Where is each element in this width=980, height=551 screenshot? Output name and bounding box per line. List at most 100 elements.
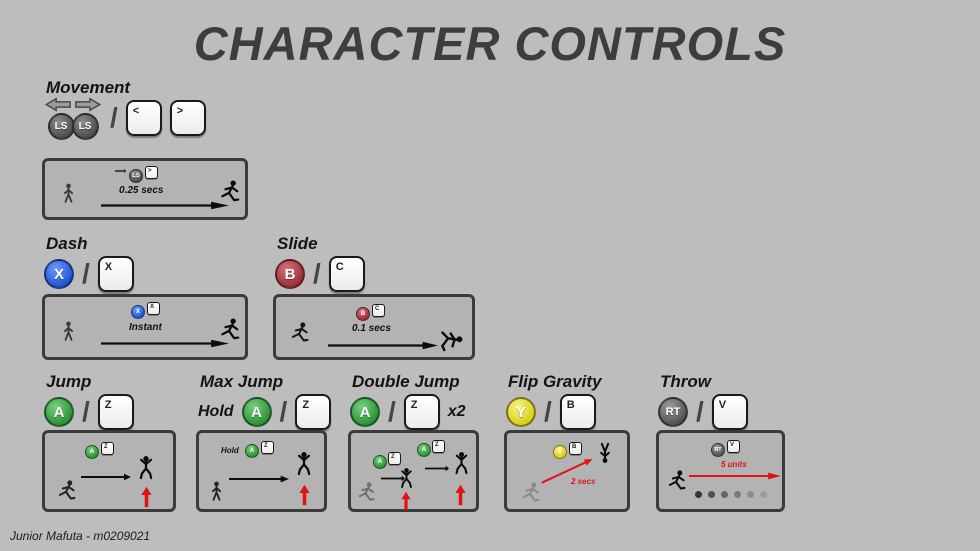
flip-gravity-demo-box: Y B 2 secs	[504, 430, 630, 512]
slash-separator: /	[82, 396, 90, 427]
running-figure-icon	[58, 479, 76, 500]
slash-separator: /	[110, 102, 118, 133]
left-stick-button: LS	[47, 112, 75, 140]
throw-distance-note: 5 units	[721, 460, 747, 469]
key-z: Z	[97, 394, 134, 430]
jump-label: Jump	[46, 372, 92, 391]
max-jump-label: Max Jump	[200, 372, 284, 391]
dash-duration-note: Instant	[129, 322, 162, 333]
slide-demo-box: B C 0.1 secs	[273, 294, 475, 360]
walking-figure-icon	[63, 183, 74, 203]
key-left-arrow: <	[125, 100, 162, 136]
page-title: CHARACTER CONTROLS	[193, 17, 787, 70]
left-stick-pair: LS LS	[47, 112, 99, 140]
dash-input-row: X / X	[44, 254, 134, 294]
slide-duration-note: 0.1 secs	[352, 323, 391, 334]
slash-separator: /	[313, 258, 321, 289]
slide-label: Slide	[277, 234, 318, 253]
mini-key-b: B	[569, 442, 582, 455]
slash-separator: /	[82, 258, 90, 289]
left-stick-group: LS LS	[44, 97, 102, 140]
a-button: A	[44, 397, 74, 427]
mini-x-button: X	[131, 305, 145, 319]
projectile-dot	[708, 491, 715, 498]
key-right-arrow: >	[169, 100, 206, 136]
running-figure-icon	[221, 317, 240, 340]
progress-arrow-icon	[101, 339, 229, 348]
mini-key-right-arrow: >	[145, 166, 158, 179]
flipped-figure-icon	[600, 442, 610, 464]
flip-gravity-input-row: Y / B	[506, 392, 596, 432]
key-z: Z	[403, 394, 440, 430]
mini-key-z: Z	[388, 452, 401, 465]
double-jump-demo-box: A Z A Z	[348, 430, 479, 512]
movement-demo-box: LS > 0.25 secs	[42, 158, 248, 220]
progress-arrow-icon	[425, 465, 449, 472]
red-up-arrow-icon	[401, 491, 411, 511]
left-stick-button: LS	[71, 112, 99, 140]
projectile-dot	[760, 491, 767, 498]
jumping-figure-icon	[139, 455, 153, 480]
mini-a-button: A	[85, 445, 99, 459]
a-button: A	[350, 397, 380, 427]
max-jump-demo-box: Hold A Z	[196, 430, 327, 512]
walking-figure-icon	[211, 481, 222, 501]
rt-button: RT	[658, 397, 688, 427]
y-button: Y	[506, 397, 536, 427]
progress-arrow-icon	[81, 473, 131, 481]
dash-demo-box: X X Instant	[42, 294, 248, 360]
mini-y-button: Y	[553, 445, 567, 459]
running-figure-icon	[221, 179, 240, 202]
jumping-figure-icon	[401, 467, 412, 489]
max-jump-input-row: Hold A / Z	[198, 392, 332, 432]
key-b: B	[559, 394, 596, 430]
mini-key-x: X	[147, 302, 160, 315]
dash-label: Dash	[46, 234, 88, 253]
jumping-figure-icon	[297, 451, 311, 476]
double-jump-label: Double Jump	[352, 372, 460, 391]
key-c: C	[328, 256, 365, 292]
slash-separator: /	[279, 396, 288, 427]
red-up-arrow-icon	[141, 485, 152, 509]
mini-hold-label: Hold	[221, 446, 239, 455]
movement-label: Movement	[46, 78, 131, 97]
red-throw-arrow-icon	[689, 472, 781, 480]
projectile-dot	[695, 491, 702, 498]
projectile-dot	[721, 491, 728, 498]
mini-a-button: A	[373, 455, 387, 469]
author-credit: Junior Mafuta - m0209021	[10, 529, 151, 543]
left-right-arrows-icon	[45, 97, 101, 111]
x-button: X	[44, 259, 74, 289]
key-v: V	[711, 394, 748, 430]
running-figure-icon	[291, 321, 309, 342]
slide-input-row: B / C	[275, 254, 365, 294]
throw-input-row: RT / V	[658, 392, 748, 432]
slash-separator: /	[544, 396, 552, 427]
running-figure-ghost-icon	[522, 481, 540, 502]
key-x: X	[97, 256, 134, 292]
x2-label: x2	[447, 403, 466, 420]
hold-label: Hold	[198, 403, 234, 420]
slash-separator: /	[696, 396, 704, 427]
throw-label: Throw	[660, 372, 711, 391]
jumping-figure-icon	[455, 451, 468, 475]
progress-arrow-icon	[328, 341, 438, 350]
progress-arrow-icon	[101, 201, 229, 210]
red-up-arrow-icon	[455, 483, 466, 507]
mini-b-button: B	[356, 307, 370, 321]
movement-duration-note: 0.25 secs	[119, 185, 164, 196]
mini-left-stick-button: LS	[129, 169, 143, 183]
flip-gravity-duration-note: 2 secs	[571, 477, 596, 486]
walking-figure-icon	[63, 321, 74, 341]
movement-input-row: LS LS / < >	[44, 97, 206, 140]
key-z: Z	[295, 394, 332, 430]
mini-key-v: V	[727, 440, 740, 453]
projectile-dot	[747, 491, 754, 498]
a-button: A	[241, 397, 272, 427]
mini-a-button: A	[245, 444, 259, 458]
mini-key-z: Z	[432, 440, 445, 453]
jump-demo-box: A Z	[42, 430, 176, 512]
cue-arrow-icon	[115, 168, 126, 174]
progress-arrow-icon	[229, 475, 289, 483]
